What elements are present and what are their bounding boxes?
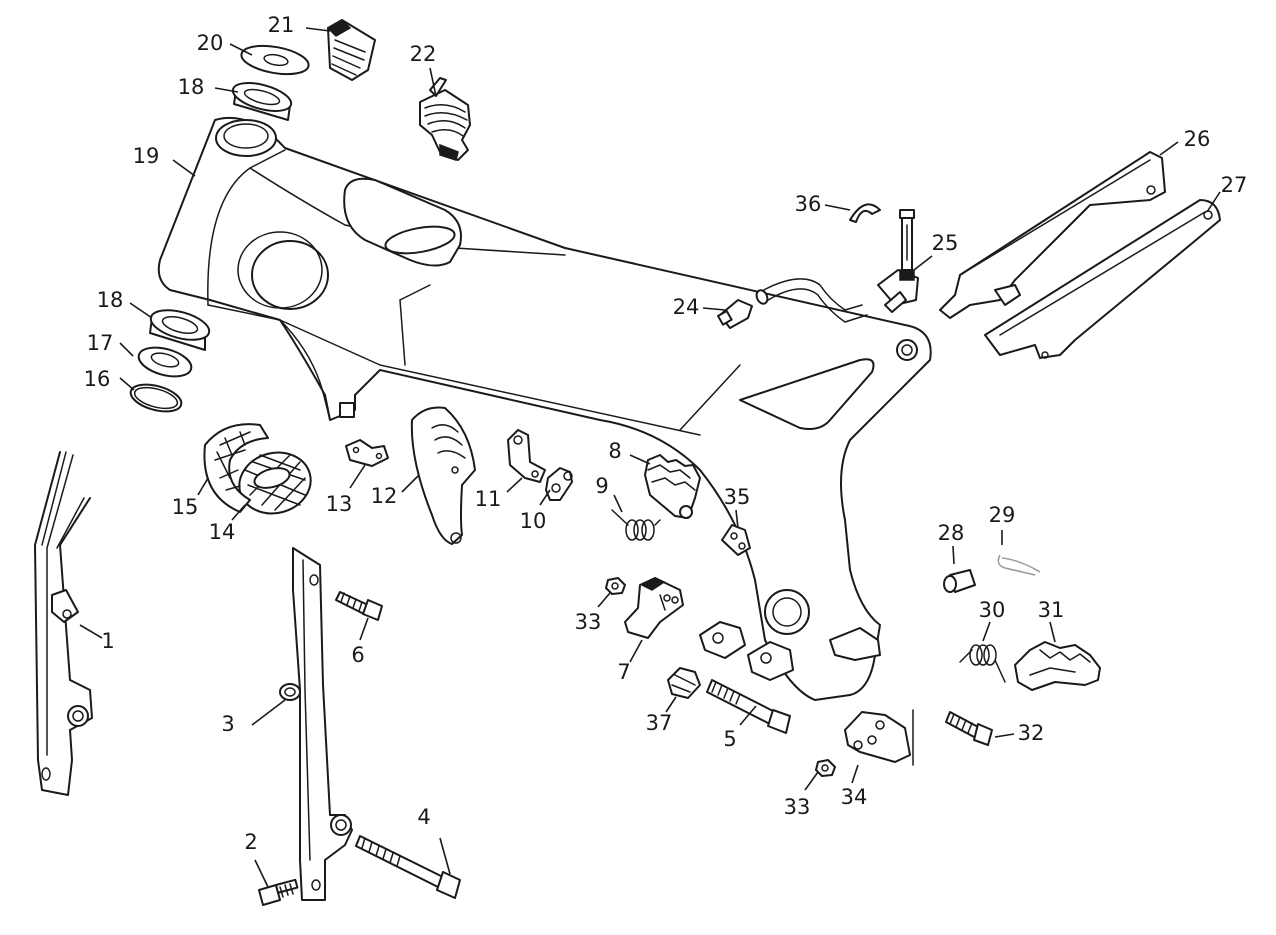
long-bolt (355, 835, 461, 899)
leader-lines (79, 27, 1221, 888)
callout-20: 20 (197, 31, 224, 55)
bracket-10 (545, 467, 573, 501)
callout-4: 4 (417, 805, 430, 829)
r-clip (997, 554, 1041, 576)
footpeg-left (644, 454, 701, 519)
callout-32: 32 (1018, 721, 1045, 745)
frame-bolt (335, 591, 383, 621)
callout-15: 15 (172, 495, 199, 519)
main-frame (157, 116, 932, 701)
short-bolt (258, 878, 299, 906)
callout-33b: 33 (784, 795, 811, 819)
callout-13: 13 (326, 492, 353, 516)
callout-labels: 1 2 3 4 5 6 7 8 9 10 11 12 13 14 15 16 1… (84, 13, 1248, 854)
callout-7: 7 (617, 660, 630, 684)
callout-1: 1 (101, 629, 114, 653)
fuel-nozzle (717, 299, 753, 329)
callout-24: 24 (673, 295, 700, 319)
callout-33a: 33 (575, 610, 602, 634)
callout-5: 5 (723, 727, 736, 751)
callout-30: 30 (979, 598, 1006, 622)
plate-35 (721, 524, 751, 556)
callout-27: 27 (1221, 173, 1248, 197)
callout-22: 22 (410, 42, 437, 66)
callout-11: 11 (475, 487, 502, 511)
rear-subframe-lower (984, 199, 1221, 359)
swingarm-mounts (699, 621, 881, 681)
rubber-boot (326, 19, 376, 81)
rear-subframe-upper (939, 151, 1166, 319)
callout-17: 17 (87, 331, 114, 355)
callout-19: 19 (133, 144, 160, 168)
callout-37: 37 (646, 711, 673, 735)
callout-9: 9 (595, 474, 608, 498)
fuel-hose (755, 278, 868, 323)
callout-26: 26 (1184, 127, 1211, 151)
callout-3: 3 (221, 712, 234, 736)
swingarm-bolt (706, 679, 791, 734)
callout-35: 35 (724, 485, 751, 509)
callout-34: 34 (841, 785, 868, 809)
bracket-13 (345, 439, 389, 467)
guard-12 (410, 406, 476, 545)
frame-emblem (238, 451, 312, 515)
callout-31: 31 (1038, 598, 1065, 622)
bracket-11 (507, 429, 546, 483)
clevis-pin (943, 569, 976, 593)
callout-25: 25 (932, 231, 959, 255)
bearing-18-upper (231, 82, 293, 121)
chain-guide (34, 451, 93, 796)
callout-6: 6 (351, 643, 364, 667)
seal-ring-16 (129, 383, 183, 413)
callout-10: 10 (520, 509, 547, 533)
callout-8: 8 (608, 439, 621, 463)
circlip-36 (849, 203, 881, 223)
nut-33-lower (815, 759, 836, 777)
fuel-tap (877, 209, 919, 313)
washer-17 (137, 346, 193, 378)
callout-2: 2 (244, 830, 257, 854)
footpeg-spring-left (611, 509, 661, 541)
callout-21: 21 (268, 13, 295, 37)
callout-12: 12 (371, 484, 398, 508)
nut-37 (667, 667, 701, 699)
bracket-34 (844, 709, 914, 766)
callout-28: 28 (938, 521, 965, 545)
callout-16: 16 (84, 367, 111, 391)
steering-nut (419, 77, 471, 161)
callout-29: 29 (989, 503, 1016, 527)
footpeg-bolt (945, 711, 993, 746)
chain-slider-arm (279, 547, 353, 901)
footpeg-right (1014, 641, 1101, 691)
callout-36: 36 (795, 192, 822, 216)
washer-20 (240, 44, 310, 76)
grille-cover (203, 423, 269, 513)
nut-33-upper (605, 577, 626, 595)
callout-18a: 18 (97, 288, 124, 312)
bearing-18-lower (149, 309, 211, 351)
callout-18b: 18 (178, 75, 205, 99)
footpeg-spring-right (959, 644, 1006, 683)
brake-lever-bracket (624, 577, 684, 639)
callout-14: 14 (209, 520, 236, 544)
